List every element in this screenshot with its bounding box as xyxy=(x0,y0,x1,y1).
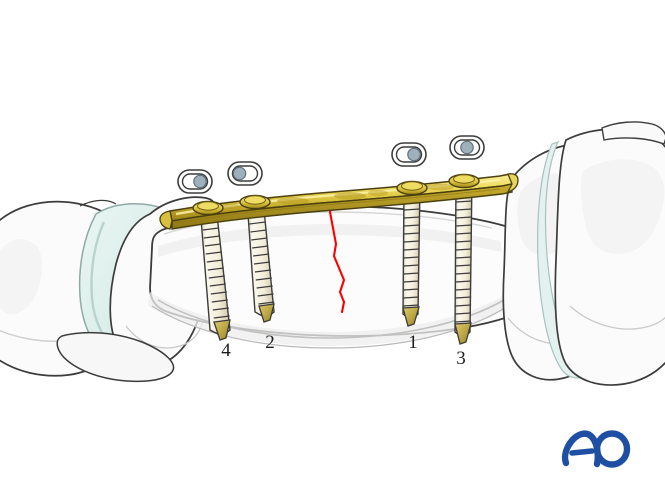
plate-scallop-b xyxy=(334,192,366,200)
callout-3-dot xyxy=(460,140,474,155)
screw-1 xyxy=(402,184,421,327)
screw-label-2: 2 xyxy=(265,332,275,353)
plate-scallop-a xyxy=(277,197,309,205)
ao-logo xyxy=(561,430,631,468)
callout-icon-screw-4 xyxy=(177,169,213,194)
screw-label-1: 1 xyxy=(408,332,418,353)
fracture-path xyxy=(328,198,346,314)
screw-3 xyxy=(454,176,473,345)
callout-icon-screw-1 xyxy=(391,142,427,167)
callout-2-dot xyxy=(232,166,247,181)
volar-plate-structure xyxy=(56,331,175,383)
screw-head-1 xyxy=(396,180,428,196)
screw-1-shaft xyxy=(402,184,421,321)
plate-hole-scallops xyxy=(222,183,454,211)
far-distal-contour xyxy=(569,305,665,330)
plate-bottom-face xyxy=(171,183,513,230)
distal-phalanx-right xyxy=(502,121,665,386)
plate-scallop-e xyxy=(222,203,242,211)
screw-3-head-recess xyxy=(453,174,475,184)
ao-logo-o xyxy=(593,430,631,468)
screw-1-tip xyxy=(402,306,420,327)
proximal-bone-highlight xyxy=(0,239,42,315)
compression-plate xyxy=(159,173,519,230)
shaft-band-lower xyxy=(148,292,512,346)
metacarpophalangeal-joint xyxy=(79,199,117,207)
screw-4-tip xyxy=(213,319,231,341)
screw-head-4 xyxy=(192,200,224,216)
plate-scallop-d xyxy=(426,183,454,191)
callout-icon-screw-2 xyxy=(227,161,263,186)
ao-logo-a-bar xyxy=(569,448,595,456)
joint-gap-upper xyxy=(79,199,117,207)
volar-plate-outline xyxy=(56,331,175,383)
screw-head-3 xyxy=(448,173,480,189)
screw-3-threads xyxy=(455,184,473,323)
callout-icon-screw-3 xyxy=(449,135,485,160)
oblique-fracture-line xyxy=(328,198,346,314)
screw-label-3: 3 xyxy=(456,348,466,369)
screw-label-4: 4 xyxy=(221,340,231,361)
screw-4-head-recess xyxy=(197,201,219,211)
plate-left-end xyxy=(159,210,173,230)
screw-3-tip xyxy=(454,322,472,345)
callout-1-dot xyxy=(407,147,421,162)
plate-right-end xyxy=(506,173,519,194)
callout-4-dot xyxy=(193,174,207,189)
far-distal-tubercle xyxy=(601,121,665,145)
screw-head-2 xyxy=(239,194,271,210)
screw-2-head-recess xyxy=(244,195,266,205)
plate-shadow-line xyxy=(175,188,501,224)
far-distal-highlight xyxy=(581,159,665,254)
screw-2-tip xyxy=(258,303,275,323)
screw-1-head-recess xyxy=(401,181,423,191)
plate-scallop-c xyxy=(368,189,388,197)
